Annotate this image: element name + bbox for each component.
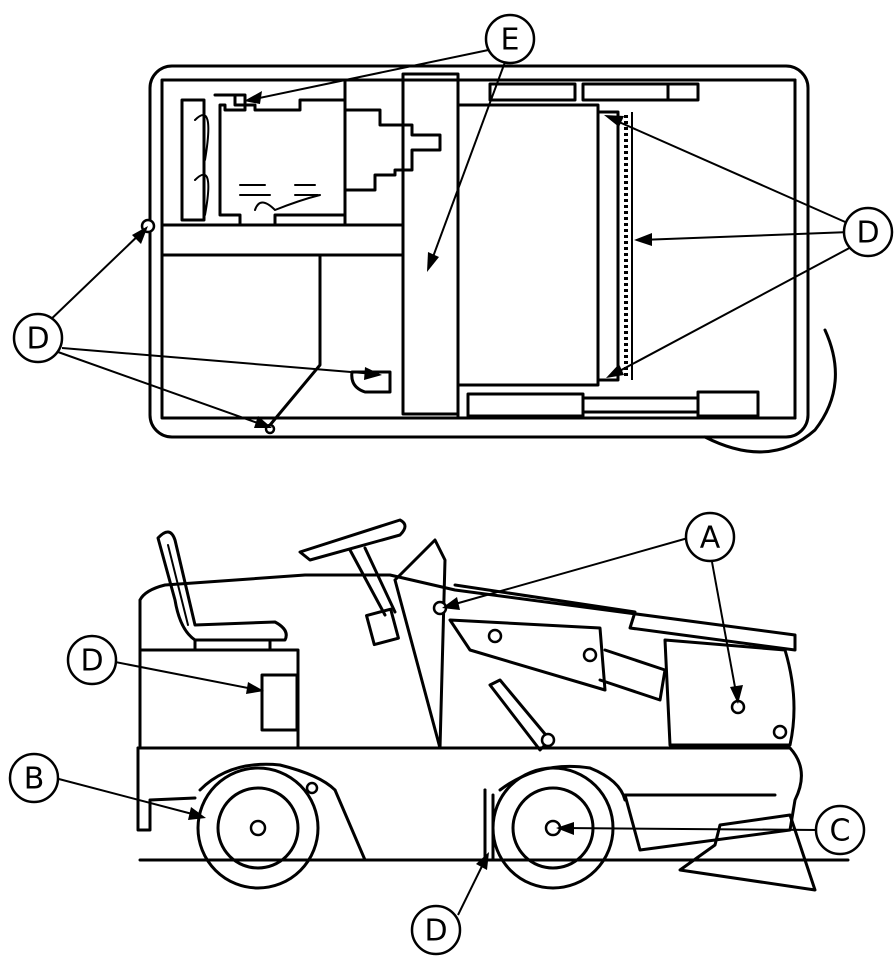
- callout-d-side-left: D: [66, 634, 118, 686]
- top-view-body: [148, 64, 810, 439]
- hopper: [663, 638, 796, 747]
- side-broom: [678, 813, 817, 892]
- rear-wheel-tire: [196, 766, 320, 890]
- filter-box: [456, 103, 600, 387]
- callout-b: B: [8, 752, 60, 804]
- arm-link: [598, 648, 667, 702]
- callout-c: C: [814, 804, 866, 856]
- callout-d-top-left-label: D: [26, 322, 49, 357]
- leader-lines: [44, 47, 856, 916]
- steering-base: [365, 607, 400, 647]
- bottom-bar-mid: [581, 396, 700, 414]
- engine-compartment: [160, 78, 405, 227]
- side-panel-box: [260, 673, 299, 732]
- callout-d-side-bottom-label: D: [424, 914, 447, 949]
- lift-arm-hole-2: [582, 647, 598, 663]
- top-view-brush: [703, 328, 837, 454]
- seat: [156, 530, 288, 642]
- callout-b-label: B: [24, 762, 45, 797]
- callout-d-top-right-label: D: [856, 216, 879, 251]
- hopper-compartment: [160, 253, 405, 427]
- seat-back-edge: [167, 544, 189, 626]
- top-bar-left: [488, 82, 577, 102]
- rear-body: [138, 573, 797, 750]
- hopper-hole: [772, 724, 788, 740]
- callout-a1: A: [684, 511, 736, 563]
- rear-axle-point: [305, 781, 319, 795]
- rear-wheel-rim: [216, 786, 300, 870]
- callout-d-top-right: D: [842, 206, 894, 258]
- cylinder-pivot: [540, 732, 556, 748]
- chassis: [136, 746, 803, 852]
- callout-c-label: C: [830, 814, 851, 849]
- chassis-front: [136, 746, 197, 832]
- rear-wheel-hub: [249, 819, 267, 837]
- top-bar-right: [581, 82, 670, 102]
- rear-fender: [198, 762, 337, 792]
- side-view: [136, 518, 850, 892]
- steering-wheel: [298, 518, 407, 562]
- callout-d-top-left: D: [12, 312, 64, 364]
- steering-column: [348, 546, 397, 617]
- shaker-frame: [596, 110, 620, 382]
- callout-e-label: E: [501, 23, 520, 58]
- callout-e: E: [484, 13, 536, 65]
- engine-detail: [239, 184, 321, 211]
- radiator: [180, 98, 206, 222]
- lift-arm-hole-1: [487, 628, 503, 644]
- bottom-bar-right: [696, 390, 760, 418]
- bottom-bar-left: [466, 392, 585, 418]
- callout-d-side-left-label: D: [80, 644, 103, 679]
- belly-pan: [333, 788, 487, 862]
- fan-blades: [194, 114, 210, 216]
- front-fender: [498, 764, 627, 802]
- top-bar-end: [666, 82, 700, 102]
- top-view-inner-frame: [160, 78, 797, 420]
- engine-block: [213, 93, 442, 227]
- pivot-cylinder: [350, 370, 392, 394]
- rear-compartment: [138, 648, 300, 750]
- lift-arm: [448, 618, 607, 692]
- callout-a1-label: A: [700, 521, 721, 556]
- seat-legs: [193, 638, 272, 652]
- dash-console: [393, 538, 447, 750]
- top-view: [140, 64, 837, 454]
- callout-d-side-bottom: D: [410, 904, 462, 956]
